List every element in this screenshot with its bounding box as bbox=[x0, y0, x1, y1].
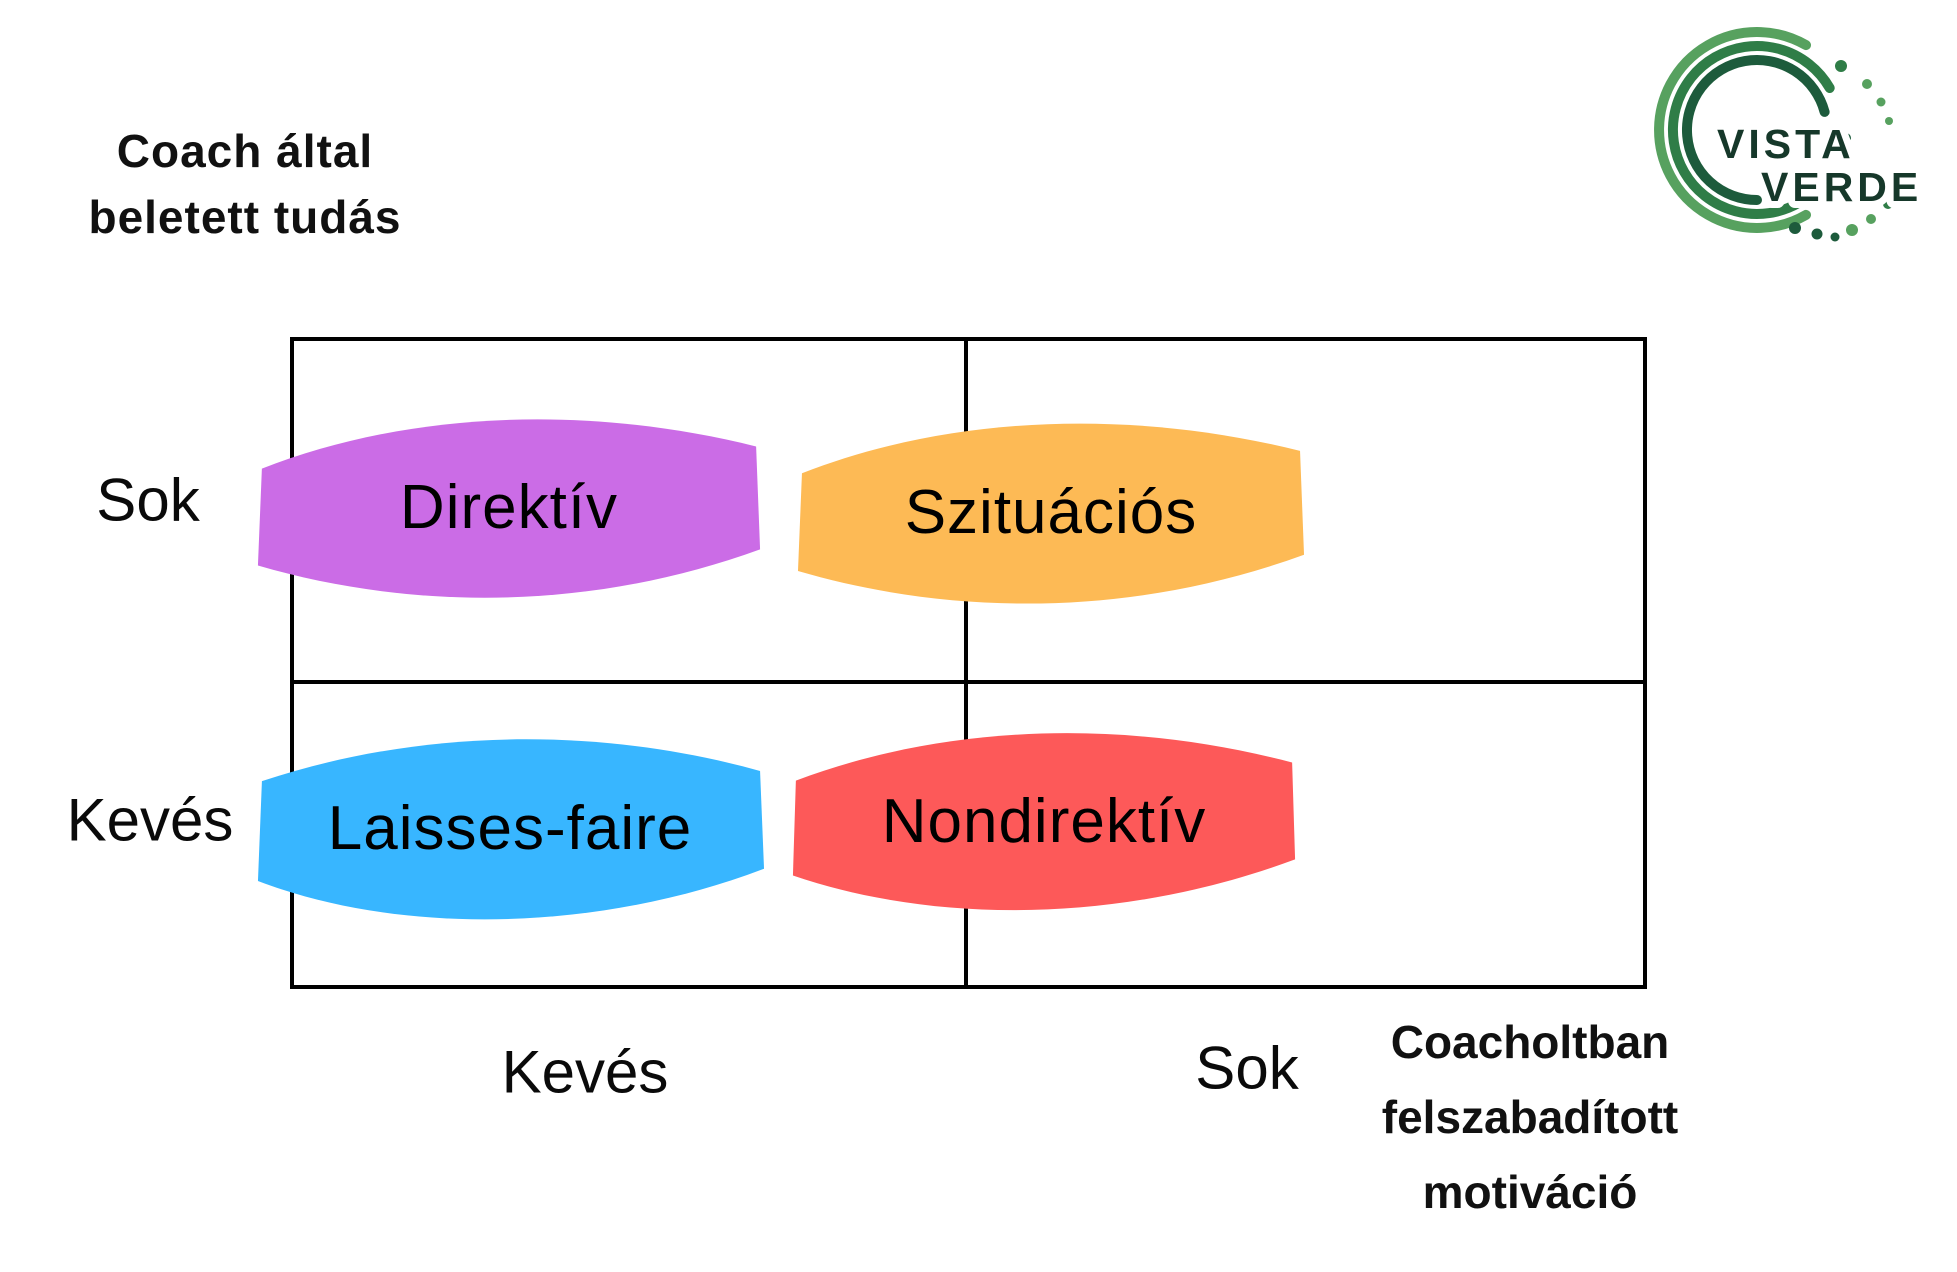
x-axis-title: Coacholtban felszabadított motiváció bbox=[1330, 1005, 1730, 1230]
matrix-horizontal-divider bbox=[294, 680, 1643, 684]
quadrant-label-laisses-faire: Laisses-faire bbox=[327, 793, 693, 863]
matrix-vertical-divider bbox=[964, 341, 968, 985]
matrix-frame bbox=[290, 337, 1647, 989]
logo-dots-light bbox=[1846, 79, 1893, 236]
blob-shape-purple bbox=[257, 419, 761, 598]
logo-arc-middle bbox=[1667, 41, 1835, 219]
y-axis-title: Coach által beletett tudás bbox=[20, 118, 470, 250]
quadrant-laisses-faire: Laisses-faire bbox=[252, 716, 768, 940]
x-axis-low-label: Kevés bbox=[501, 1038, 669, 1106]
y-axis-low-label: Kevés bbox=[66, 786, 234, 854]
y-axis-high-label: Sok bbox=[96, 466, 200, 534]
vista-verde-logo: VISTA VERDE bbox=[1654, 27, 1925, 242]
logo-text-line1: VISTA bbox=[1717, 121, 1855, 167]
x-axis-title-line2: felszabadított bbox=[1381, 1091, 1679, 1143]
logo-text-line2: VERDE bbox=[1761, 164, 1922, 210]
quadrant-szituacios: Szituációs bbox=[792, 400, 1310, 624]
quadrant-label-szituacios: Szituációs bbox=[904, 477, 1198, 547]
quadrant-label-nondirektiv: Nondirektív bbox=[881, 786, 1207, 856]
x-axis-title-line3: motiváció bbox=[1422, 1166, 1638, 1218]
blob-shape-blue bbox=[257, 739, 765, 920]
quadrant-label-direktiv: Direktív bbox=[399, 472, 619, 542]
quadrant-direktiv: Direktív bbox=[252, 396, 766, 618]
blob-shape-red bbox=[792, 733, 1296, 911]
x-axis-high-label: Sok bbox=[1195, 1034, 1299, 1102]
logo-arc-inner bbox=[1681, 55, 1830, 205]
logo-dots-dark bbox=[1789, 133, 1851, 242]
blob-shape-orange bbox=[797, 423, 1305, 604]
y-axis-title-line1: Coach által bbox=[116, 125, 374, 177]
logo-arc-outer bbox=[1654, 27, 1811, 233]
x-axis-title-line1: Coacholtban bbox=[1390, 1016, 1670, 1068]
logo-dots-mid bbox=[1835, 60, 1893, 209]
logo-arcs bbox=[1654, 27, 1835, 233]
y-axis-title-line2: beletett tudás bbox=[88, 191, 402, 243]
quadrant-nondirektiv: Nondirektív bbox=[788, 710, 1300, 932]
